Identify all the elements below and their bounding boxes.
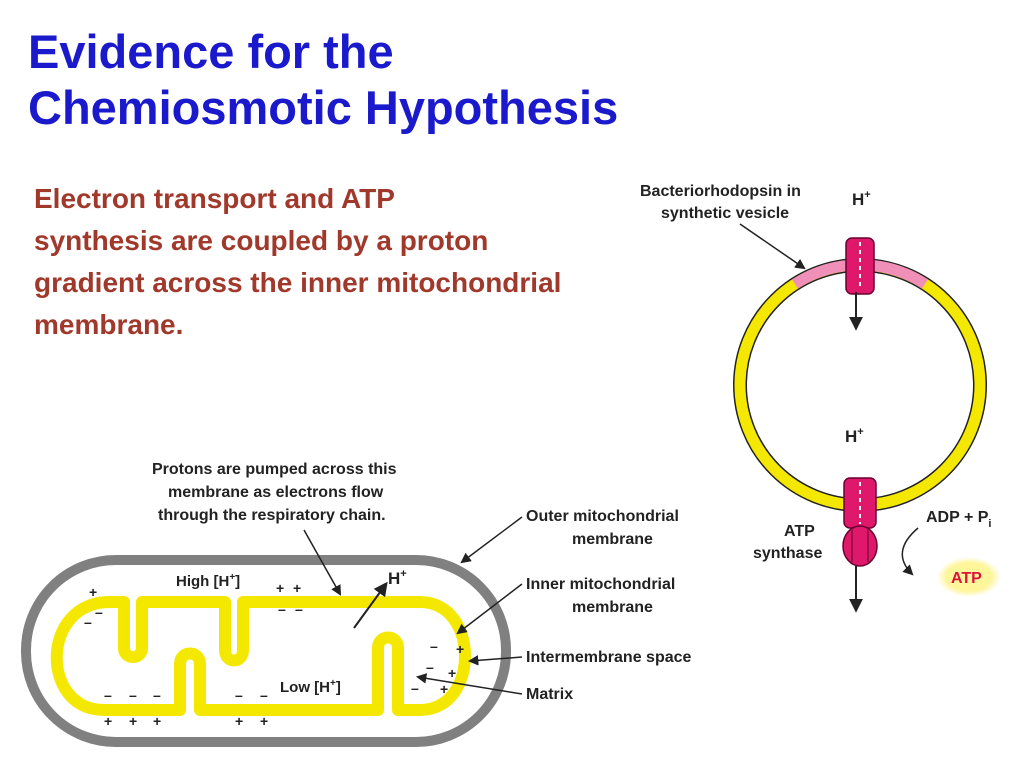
vesicle-label-line-2: synthetic vesicle	[661, 205, 789, 222]
proton-label-top: H+	[852, 189, 871, 209]
charge-minus: –	[235, 687, 243, 703]
body-line-2: synthesis are coupled by a proton	[34, 225, 489, 256]
adp-label: ADP + Pi	[926, 509, 991, 530]
charge-minus: –	[95, 604, 103, 620]
matrix-label: Matrix	[526, 686, 573, 703]
body-line-3: gradient across the inner mitochondrial	[34, 267, 562, 298]
charge-plus: +	[104, 713, 112, 729]
atp-synthase-label-line-1: ATP	[784, 523, 815, 540]
pump-callout-line-1: Protons are pumped across this	[152, 461, 397, 478]
charge-plus: +	[235, 713, 243, 729]
inner-membrane-pointer	[456, 583, 523, 635]
charge-plus: +	[276, 580, 284, 596]
intermembrane-space-label: Intermembrane space	[526, 649, 692, 666]
proton-pump-arrow	[353, 581, 388, 629]
charge-plus: +	[153, 713, 161, 729]
charge-minus: –	[104, 687, 112, 703]
high-proton-label: High [H+]	[176, 572, 240, 590]
vesicle-membrane-fill	[734, 259, 986, 511]
proton-label-mid: H+	[845, 426, 864, 446]
body-line-1: Electron transport and ATP	[34, 183, 395, 214]
matrix-pointer	[415, 673, 523, 695]
charge-plus: +	[456, 641, 464, 657]
page-title: Evidence for the Chemiosmotic Hypothesis	[28, 24, 618, 136]
pump-callout-line-2: membrane as electrons flow	[168, 484, 384, 501]
charge-minus: –	[411, 680, 419, 696]
atp-synthase-protein	[842, 477, 878, 567]
outer-mitochondrial-membrane	[21, 555, 511, 747]
outer-membrane-label-line-2: membrane	[572, 531, 653, 548]
charge-plus: +	[260, 713, 268, 729]
atp-synthase-label-line-2: synthase	[753, 545, 822, 562]
charge-signs: + – – + + – – – + – + – + – – – – – + + …	[84, 580, 464, 729]
outer-membrane-pointer	[460, 516, 523, 564]
outer-membrane-label-line-1: Outer mitochondrial	[526, 508, 679, 525]
atp-product-label: ATP	[951, 570, 982, 587]
body-text: Electron transport and ATP synthesis are…	[34, 178, 694, 346]
atp-glow	[937, 557, 1001, 597]
inner-membrane-label-line-1: Inner mitochondrial	[526, 576, 675, 593]
synthetic-vesicle	[733, 258, 987, 512]
charge-minus: –	[295, 601, 303, 617]
intermembrane-pointer	[467, 655, 523, 666]
title-line-2: Chemiosmotic Hypothesis	[28, 81, 619, 134]
charge-minus: –	[84, 614, 92, 630]
pump-callout-pointer	[303, 529, 342, 596]
pump-callout-line-3: through the respiratory chain.	[158, 507, 386, 524]
proton-pump-label: H+	[388, 568, 407, 588]
title-line-1: Evidence for the	[28, 25, 394, 78]
inner-membrane-label-line-2: membrane	[572, 599, 653, 616]
charge-plus: +	[293, 580, 301, 596]
charge-minus: –	[153, 687, 161, 703]
vesicle-label-line-1: Bacteriorhodopsin in	[640, 183, 801, 200]
charge-plus: +	[129, 713, 137, 729]
bacteriorhodopsin-protein	[845, 237, 875, 295]
body-line-4: membrane.	[34, 309, 184, 340]
inner-mitochondrial-membrane	[50, 596, 471, 716]
mitochondrion	[21, 555, 511, 747]
charge-minus: –	[426, 659, 434, 675]
charge-plus: +	[448, 665, 456, 681]
charge-plus: +	[440, 681, 448, 697]
charge-minus: –	[278, 601, 286, 617]
charge-minus: –	[260, 687, 268, 703]
charge-minus: –	[430, 638, 438, 654]
charge-plus: +	[89, 584, 97, 600]
charge-minus: –	[129, 687, 137, 703]
low-proton-label: Low [H+]	[280, 678, 341, 696]
adp-to-atp-arrow	[901, 527, 919, 576]
vesicle-label-pointer	[739, 223, 806, 270]
